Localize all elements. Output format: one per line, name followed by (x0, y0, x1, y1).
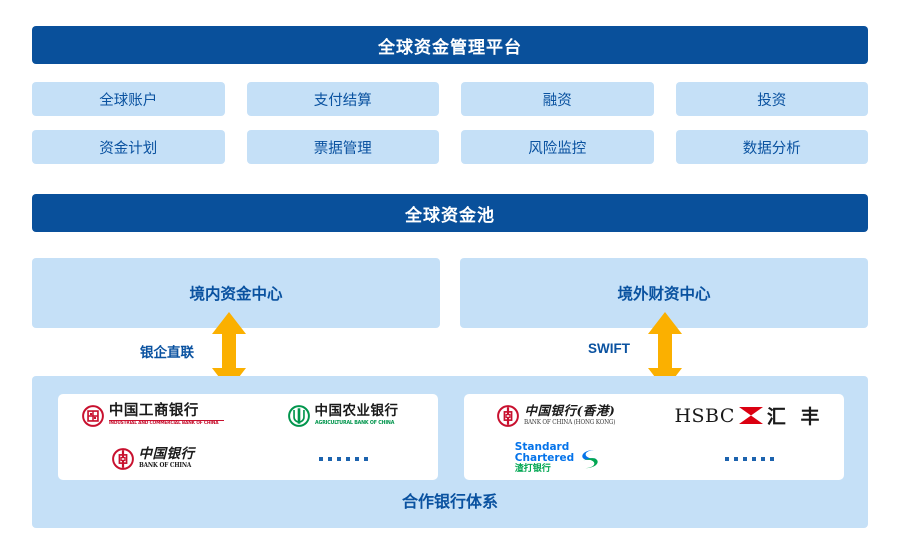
module-fund-plan[interactable]: 资金计划 (32, 130, 225, 164)
pool-title: 全球资金池 (405, 205, 495, 225)
module-label: 风险监控 (528, 140, 587, 157)
hsbc-wordmark-cn: 汇 丰 (766, 406, 824, 428)
more-dots-icon (318, 456, 368, 461)
domestic-connector-label: 银企直联 (140, 345, 194, 360)
bank-name-en: BANK OF CHINA (138, 462, 191, 470)
domestic-fund-center-title: 境内资金中心 (189, 286, 283, 303)
platform-title-band: 全球资金管理平台 (32, 26, 868, 64)
module-label: 资金计划 (99, 140, 158, 157)
icbc-logo-icon (82, 404, 104, 427)
bank-name-en: AGRICULTURAL BANK OF CHINA (314, 419, 394, 426)
module-global-account[interactable]: 全球账户 (32, 82, 225, 116)
bank-name-cn: 中国农业银行 (314, 403, 399, 420)
bank-name-en: BANK OF CHINA (HONG KONG) (524, 418, 616, 426)
module-label: 投资 (757, 92, 787, 109)
overseas-double-arrow-icon (648, 312, 682, 390)
module-financing[interactable]: 融资 (461, 82, 654, 116)
partner-bank-system-container: 中国工商银行 INDUSTRIAL AND COMMERCIAL BANK OF… (32, 376, 868, 528)
global-fund-pool-band: 全球资金池 (32, 194, 868, 232)
abc-logo-icon (287, 404, 310, 427)
bank-logo-boc: 中国银行 BANK OF CHINA (111, 445, 195, 470)
bank-logo-abc: 中国农业银行 AGRICULTURAL BANK OF CHINA (287, 403, 399, 427)
module-label: 全球账户 (99, 92, 158, 109)
standard-chartered-logo-icon (582, 449, 598, 468)
module-label: 支付结算 (313, 92, 372, 109)
overseas-more-banks (724, 456, 774, 461)
bank-name-cn: 中国工商银行 (108, 404, 225, 421)
sc-line-1: Standard (514, 441, 570, 454)
module-row-2: 资金计划 票据管理 风险监控 数据分析 (32, 130, 868, 164)
module-label: 数据分析 (742, 140, 801, 157)
partner-bank-system-caption: 合作银行体系 (401, 494, 498, 511)
bank-logo-bochk: 中国银行(香港) BANK OF CHINA (HONG KONG) (497, 403, 620, 427)
module-data-analysis[interactable]: 数据分析 (675, 130, 868, 164)
module-payment-settlement[interactable]: 支付结算 (246, 82, 439, 116)
boc-logo-icon (111, 447, 134, 470)
more-dots-icon (724, 456, 774, 461)
domestic-fund-center-panel: 境内资金中心 (32, 258, 440, 328)
bank-name-en: INDUSTRIAL AND COMMERCIAL BANK OF CHINA (108, 421, 219, 427)
domestic-bank-card: 中国工商银行 INDUSTRIAL AND COMMERCIAL BANK OF… (58, 394, 438, 480)
module-investment[interactable]: 投资 (675, 82, 868, 116)
sc-line-2: Chartered (514, 452, 575, 465)
bank-name-cn: 中国银行 (138, 445, 195, 462)
sc-line-3: 渣打银行 (514, 464, 551, 475)
module-label: 融资 (542, 92, 572, 109)
module-risk-monitoring[interactable]: 风险监控 (461, 130, 654, 164)
bank-logo-icbc: 中国工商银行 INDUSTRIAL AND COMMERCIAL BANK OF… (82, 404, 225, 427)
bochk-logo-icon (497, 404, 520, 427)
domestic-double-arrow-icon (212, 312, 246, 390)
bank-logo-hsbc: HSBC 汇 丰 (674, 402, 823, 429)
hsbc-logo-icon (738, 407, 763, 424)
module-grid: 全球账户 支付结算 融资 投资 资金计划 票据管理 风险监控 数据分析 (32, 82, 868, 178)
bank-name-cn: 中国银行(香港) (524, 403, 616, 419)
overseas-bank-card: 中国银行(香港) BANK OF CHINA (HONG KONG) HSBC (464, 394, 844, 480)
module-label: 票据管理 (313, 140, 372, 157)
domestic-more-banks (318, 456, 368, 461)
platform-title: 全球资金管理平台 (378, 37, 522, 57)
module-bill-management[interactable]: 票据管理 (246, 130, 439, 164)
hsbc-wordmark: HSBC (674, 404, 735, 427)
bank-logo-standard-chartered: Standard Chartered 渣打银行 (515, 442, 603, 474)
overseas-connector-label: SWIFT (588, 341, 630, 356)
module-row-1: 全球账户 支付结算 融资 投资 (32, 82, 868, 116)
overseas-treasury-center-title: 境外财资中心 (617, 286, 711, 303)
